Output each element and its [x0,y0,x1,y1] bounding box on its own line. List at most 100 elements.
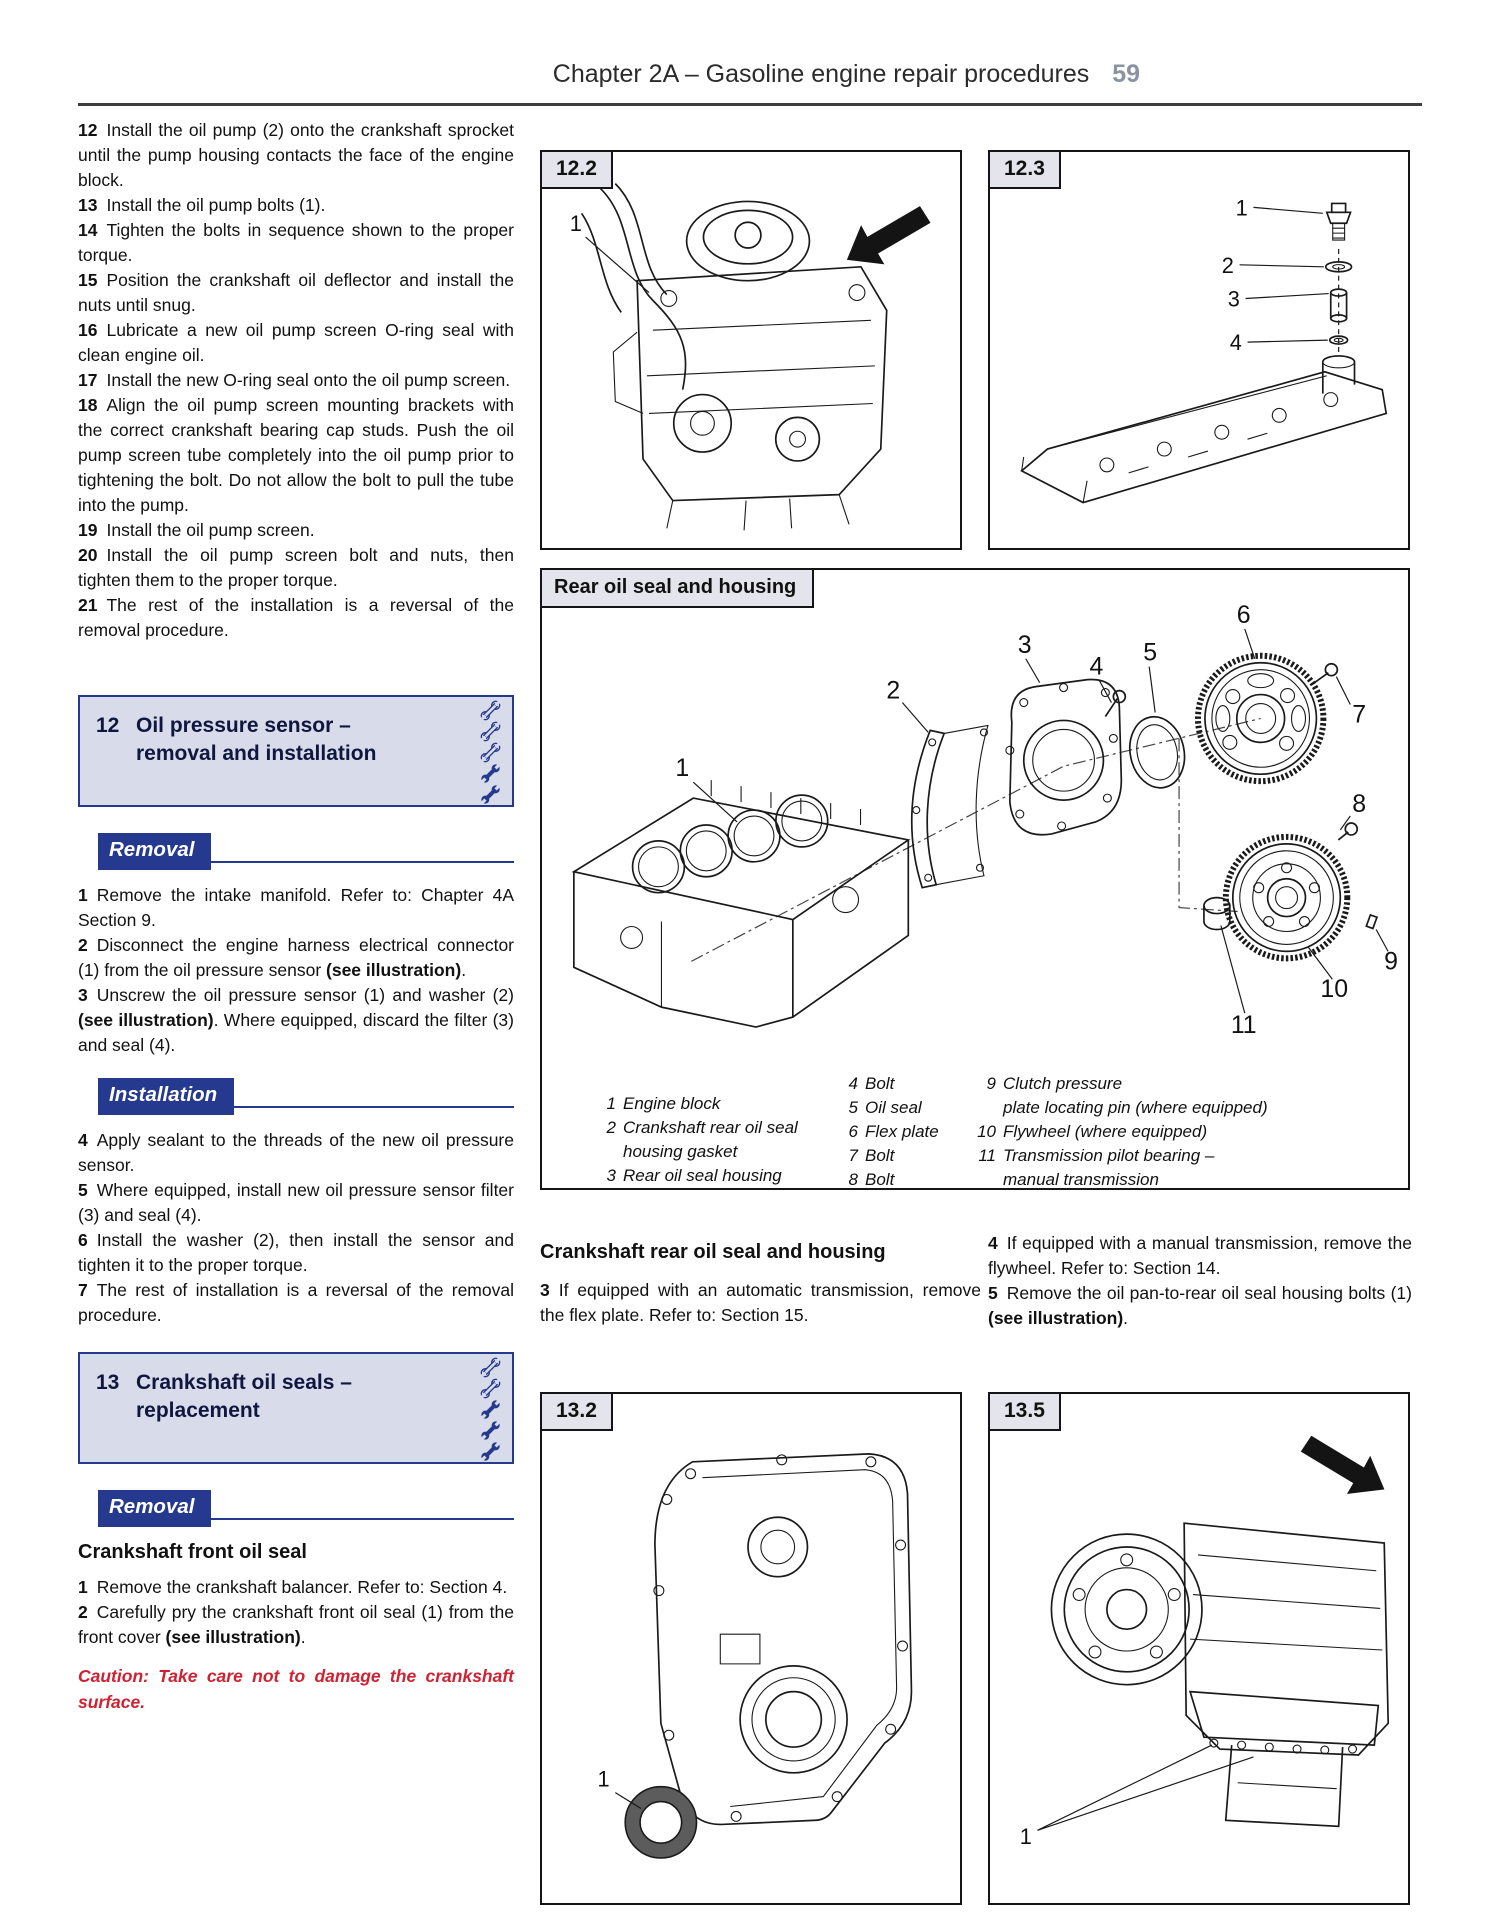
callout-number: 8 [1352,790,1366,818]
figure-label: 13.5 [990,1394,1061,1431]
section-title: Oil pressure sensor – removal and instal… [136,714,377,765]
oil-pan-rear-housing-drawing: 1 [1020,1432,1390,1849]
page-number: 59 [1112,60,1140,88]
spanner-icon [480,1399,501,1420]
removal-heading: Removal [98,1490,212,1527]
header-rule [78,103,1422,106]
section-title: Crankshaft oil seals – replacement [136,1371,352,1422]
section-13-heading-box: 13 Crankshaft oil seals – replacement [78,1352,514,1464]
rear-oil-seal-exploded-drawing: 1 2 3 4 5 6 7 8 9 10 11 [571,601,1398,1039]
spanner-icon [480,1357,501,1378]
installation-heading: Installation [98,1078,235,1115]
rear-seal-heading: Crankshaft rear oil seal and housing [540,1241,886,1263]
section-number: 13 [96,1371,120,1394]
spanner-icon [480,1378,501,1399]
section-12-heading-box: 12 Oil pressure sensor – removal and ins… [78,695,514,807]
callout-number: 4 [1089,653,1103,681]
callout-number: 1 [597,1767,609,1792]
callout-number: 10 [1320,975,1348,1003]
figure-label: 12.2 [542,152,613,189]
front-oil-seal-heading: Crankshaft front oil seal [78,1541,307,1563]
caution-note: Caution: Take care not to damage the cra… [78,1666,514,1712]
callout-number: 7 [1352,700,1366,728]
spanner-icon [480,1441,501,1462]
figure-title-tab: Rear oil seal and housing [542,570,815,608]
spanner-icon [480,721,501,742]
figure-12-2: 12.2 1 [540,150,962,550]
callout-number: 11 [1231,1011,1257,1039]
oil-pressure-sensor-drawing: 1 2 3 4 [1020,195,1388,504]
spanner-icon [480,784,501,805]
direction-arrow [1297,1432,1388,1498]
callout-number: 5 [1143,639,1157,667]
spanner-icon [480,1420,501,1441]
chapter-title: Chapter 2A – Gasoline engine repair proc… [552,60,1090,88]
figure-12-3: 12.3 1 [988,150,1410,550]
callout-number: 1 [570,211,582,236]
callout-number: 3 [1018,631,1032,659]
callout-number: 3 [1228,286,1240,311]
figure-rear-oil-seal: Rear oil seal and housing [540,568,1410,1190]
section-number: 12 [96,714,120,737]
spanner-icon [480,700,501,721]
callout-number: 2 [886,677,900,705]
callout-number: 6 [1237,601,1251,629]
callout-number: 2 [1222,253,1234,278]
figure-13-5: 13.5 1 [988,1392,1410,1905]
spanner-icon [480,742,501,763]
figure-label: 12.3 [990,152,1061,189]
figure-label: 13.2 [542,1394,613,1431]
callout-number: 1 [1020,1824,1032,1849]
removal-heading: Removal [98,833,212,870]
callout-number: 4 [1230,330,1242,355]
figure-13-2: 13.2 1 [540,1392,962,1905]
direction-arrow [843,202,934,268]
difficulty-spanner-rating [478,700,503,805]
difficulty-spanner-rating [478,1357,503,1462]
page-header: Chapter 2A – Gasoline engine repair proc… [440,60,1140,89]
callout-number: 9 [1384,947,1398,975]
installation-subsection-header: Installation [78,1078,514,1115]
removal-subsection-header: Removal [78,833,514,870]
